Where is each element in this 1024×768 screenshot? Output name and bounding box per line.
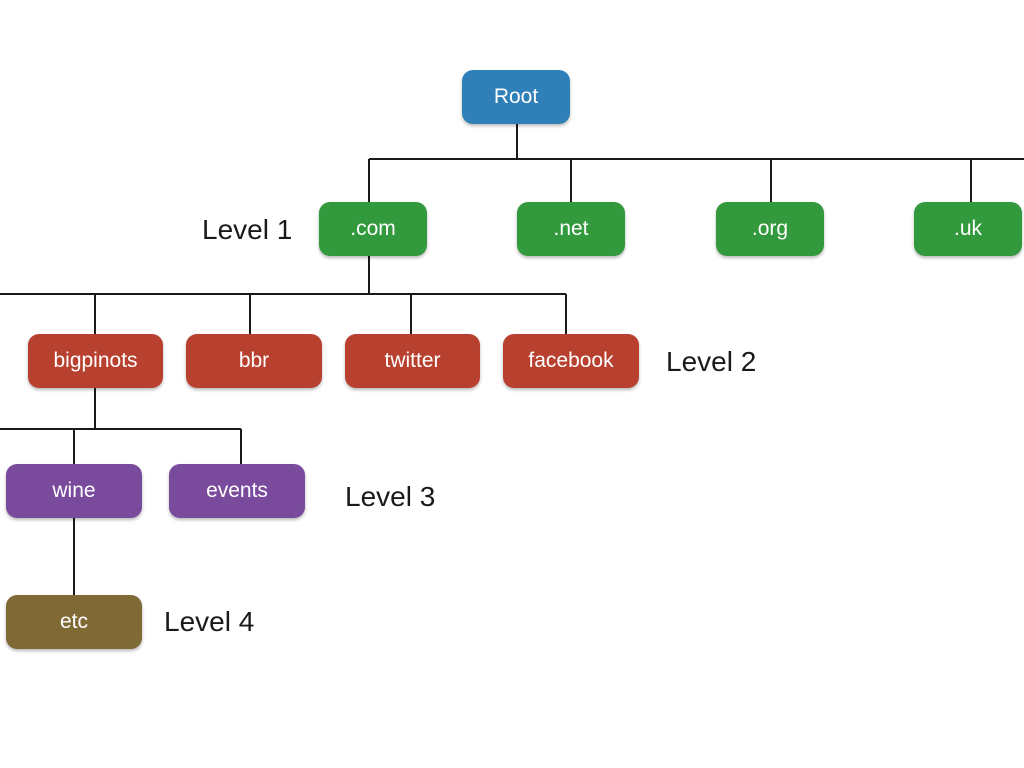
node-label: .net <box>553 217 589 240</box>
node-dot-org: .org <box>716 202 824 256</box>
node-label: events <box>206 479 268 502</box>
node-label: bbr <box>238 349 270 372</box>
node-label: .org <box>751 217 789 240</box>
node-wine: wine <box>6 464 142 518</box>
node-label: .com <box>350 217 396 240</box>
level-3-label: Level 3 <box>345 481 436 512</box>
node-bigpinots: bigpinots <box>28 334 163 388</box>
node-label: bigpinots <box>53 349 138 372</box>
node-etc: etc <box>6 595 142 649</box>
node-dot-net: .net <box>517 202 625 256</box>
node-label: wine <box>52 479 96 502</box>
root-node: Root <box>462 70 570 124</box>
node-bbr: bbr <box>186 334 322 388</box>
node-facebook: facebook <box>503 334 639 388</box>
node-dot-com: .com <box>319 202 427 256</box>
node-label: facebook <box>528 349 614 372</box>
level-1-label: Level 1 <box>202 214 293 245</box>
node-label: etc <box>59 610 88 633</box>
root-node-label: Root <box>493 85 539 108</box>
node-twitter: twitter <box>345 334 480 388</box>
level-2-label: Level 2 <box>666 346 757 377</box>
node-label: twitter <box>384 349 441 372</box>
node-label: .uk <box>953 217 982 240</box>
level-4-label: Level 4 <box>164 606 255 637</box>
node-events: events <box>169 464 305 518</box>
node-dot-uk: .uk <box>914 202 1022 256</box>
